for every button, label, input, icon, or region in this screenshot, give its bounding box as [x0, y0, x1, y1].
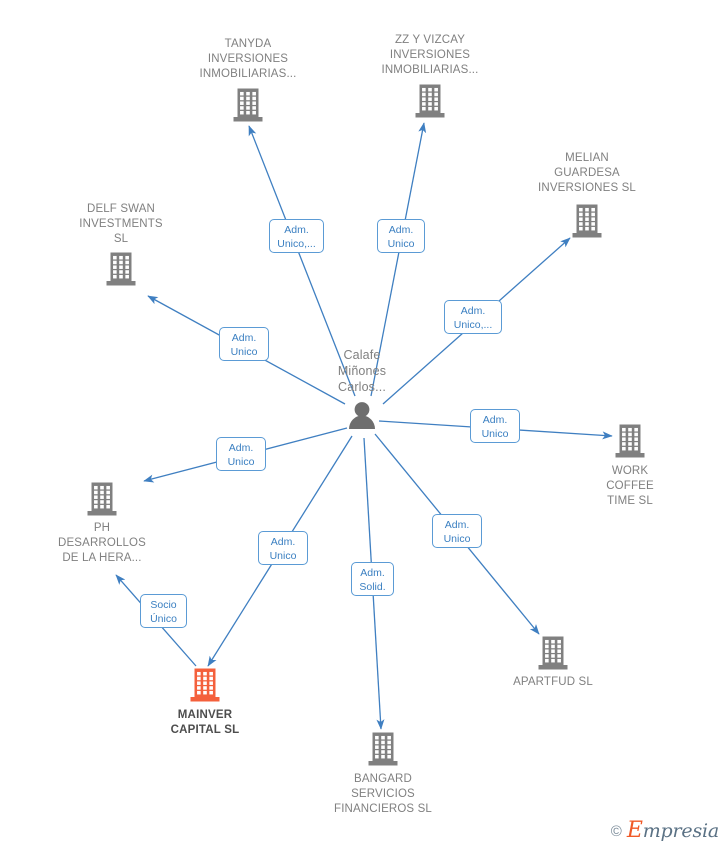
company-node-melian-guardesa[interactable] [572, 204, 602, 238]
edge-badge-edge-melian-guardesa[interactable]: Adm. Unico,... [444, 300, 502, 334]
brand-rest: mpresia [642, 820, 719, 842]
person-node-center[interactable] [349, 402, 375, 429]
company-node-work-coffee-time[interactable] [615, 424, 645, 458]
company-node-delf-swan[interactable] [106, 252, 136, 286]
company-node-zz-y-vizcay[interactable] [415, 84, 445, 118]
company-node-mainver-capital[interactable] [190, 668, 220, 702]
nodes-group [87, 84, 645, 766]
company-node-tanyda[interactable] [233, 88, 263, 122]
edge-badge-edge-mainver-capital[interactable]: Adm. Unico [258, 531, 308, 565]
edge-badge-edge-delf-swan[interactable]: Adm. Unico [219, 327, 269, 361]
edge-badge-edge-apartfud[interactable]: Adm. Unico [432, 514, 482, 548]
company-node-apartfud[interactable] [538, 636, 568, 670]
edge-badge-edge-mainver-to-ph[interactable]: Socio Único [140, 594, 187, 628]
edge-line [248, 125, 356, 397]
empresia-watermark: © Empresia [611, 820, 719, 842]
edge-badge-edge-zz-y-vizcay[interactable]: Adm. Unico [377, 219, 425, 253]
empresia-logo-text: Empresia [627, 820, 719, 842]
edge-badge-edge-work-coffee-time[interactable]: Adm. Unico [470, 409, 520, 443]
brand-initial: E [626, 818, 643, 843]
edge-line [370, 122, 427, 397]
edge-badge-edge-tanyda[interactable]: Adm. Unico,... [269, 219, 324, 253]
company-node-ph-desarrollos[interactable] [87, 482, 117, 516]
edge-badge-edge-bangard[interactable]: Adm. Solid. [351, 562, 394, 596]
edge-badge-edge-ph-desarrollos[interactable]: Adm. Unico [216, 437, 266, 471]
copyright-symbol: © [610, 822, 622, 840]
company-node-bangard[interactable] [368, 732, 398, 766]
